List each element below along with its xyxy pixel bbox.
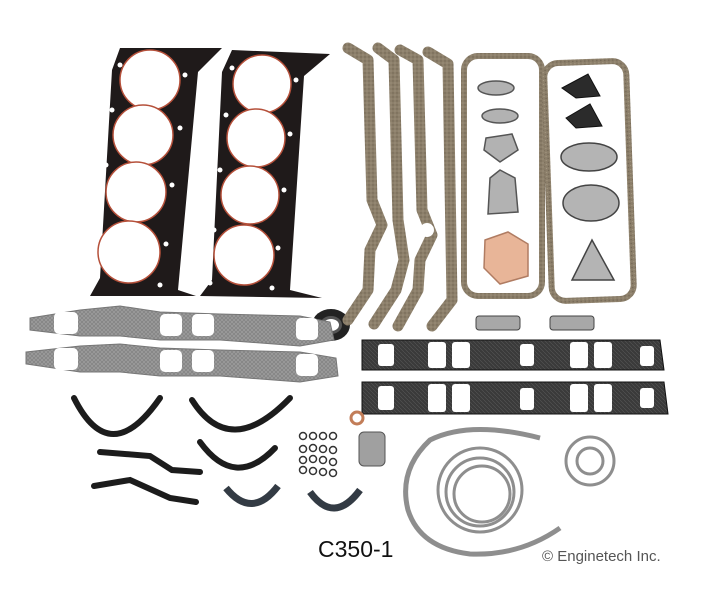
intake-manifold-gaskets — [361, 339, 669, 415]
copyright-label: © Enginetech Inc. — [542, 548, 661, 565]
timing-cover-gasket — [403, 426, 562, 557]
valve-stem-o-rings — [298, 431, 338, 478]
oil-pan-end-seals — [71, 395, 293, 505]
water-pump-gasket — [483, 231, 529, 285]
part-number-label: C350-1 — [318, 536, 394, 562]
small-gaskets — [477, 80, 519, 215]
head-gasket-left — [90, 48, 222, 296]
oil-pan-gaskets — [342, 42, 458, 332]
head-gasket-right — [200, 50, 330, 298]
valve-cover-gaskets — [461, 53, 637, 304]
